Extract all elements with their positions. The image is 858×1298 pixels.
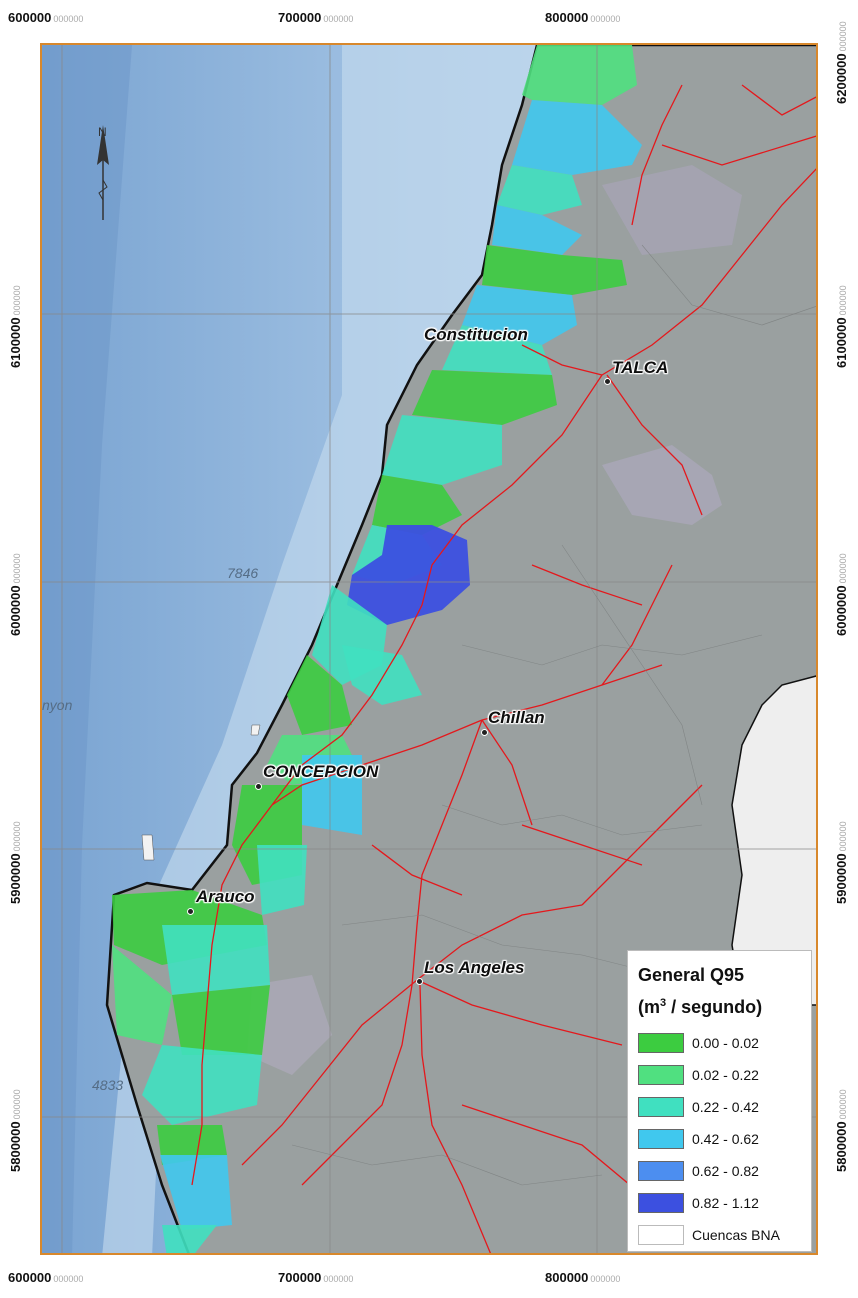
legend-unit: (m3 / segundo) <box>638 997 763 1017</box>
basin-outlines <box>291 244 816 1186</box>
basin-q95-s4 <box>172 985 270 1055</box>
y-tick-right-6000000: 6000000000000 <box>834 553 849 636</box>
basin-q95-high <box>347 525 470 625</box>
depth-label-nyon: nyon <box>42 697 73 713</box>
basin-q95-n10 <box>372 475 462 535</box>
legend-item: 0.62 - 0.82 <box>638 1155 801 1187</box>
legend-item: 0.82 - 1.12 <box>638 1187 801 1219</box>
basin-q95-n1 <box>522 45 637 105</box>
y-tick-right-6200000: 6200000000000 <box>834 21 849 104</box>
legend-item: 0.22 - 0.42 <box>638 1091 801 1123</box>
y-tick-right-6100000: 6100000000000 <box>834 285 849 368</box>
city-label-concepcion: CONCEPCION <box>263 762 379 781</box>
legend-swatch <box>638 1033 684 1053</box>
legend-label: 0.82 - 1.12 <box>692 1195 759 1211</box>
basin-q95-s3 <box>112 945 172 1045</box>
legend-item: 0.00 - 0.02 <box>638 1027 801 1059</box>
island-1 <box>141 834 155 861</box>
basin-talca-east <box>602 445 722 525</box>
y-tick-left-5800000: 5800000000000 <box>8 1089 23 1172</box>
city-dot-arauco <box>187 908 194 915</box>
legend-label: 0.02 - 0.22 <box>692 1067 759 1083</box>
city-label-arauco: Arauco <box>196 887 255 906</box>
basin-q95-n8 <box>412 370 557 425</box>
city-dot-chillan <box>481 729 488 736</box>
basin-q95-c3 <box>342 645 422 705</box>
north-arrow: N <box>96 125 109 220</box>
legend-label: 0.00 - 0.02 <box>692 1035 759 1051</box>
basin-q95-s2 <box>162 925 270 995</box>
city-dot-concepcion <box>255 783 262 790</box>
legend-item: 0.02 - 0.22 <box>638 1059 801 1091</box>
y-tick-left-6100000: 6100000000000 <box>8 285 23 368</box>
basin-q95-n3 <box>497 165 582 215</box>
y-tick-right-5900000: 5900000000000 <box>834 821 849 904</box>
basin-north <box>602 165 742 255</box>
city-label-los-angeles: Los Angeles <box>424 958 525 977</box>
city-dot-talca <box>604 378 611 385</box>
city-label-chillan: Chillan <box>488 708 545 727</box>
basin-q95-n6 <box>462 285 577 345</box>
legend-title: General Q95 <box>638 965 745 985</box>
legend: General Q95 (m3 / segundo) 0.00 - 0.02 0… <box>627 950 812 1252</box>
basin-q95-c7 <box>257 845 307 915</box>
basin-q95-n2 <box>512 100 642 175</box>
legend-swatch <box>638 1129 684 1149</box>
legend-swatch <box>638 1065 684 1085</box>
basin-q95-s8 <box>162 1225 217 1253</box>
ocean-deep-band <box>42 45 132 1253</box>
road-network <box>191 84 816 1253</box>
legend-label: 0.42 - 0.62 <box>692 1131 759 1147</box>
legend-label: Cuencas BNA <box>692 1227 780 1243</box>
y-tick-left-5900000: 5900000000000 <box>8 821 23 904</box>
basin-q95-n4 <box>492 205 582 255</box>
basin-q95-c5 <box>302 755 362 835</box>
basin-q95-s7 <box>160 1155 232 1230</box>
legend-swatch <box>638 1097 684 1117</box>
island-2 <box>250 724 261 736</box>
city-label-talca: TALCA <box>612 358 669 377</box>
legend-swatch <box>638 1161 684 1181</box>
basin-q95-n5 <box>482 245 627 295</box>
y-tick-left-6000000: 6000000000000 <box>8 553 23 636</box>
legend-label: 0.62 - 0.82 <box>692 1163 759 1179</box>
north-arrow-icon <box>97 125 109 220</box>
legend-swatch <box>638 1193 684 1213</box>
legend-label: 0.22 - 0.42 <box>692 1099 759 1115</box>
y-tick-right-5800000: 5800000000000 <box>834 1089 849 1172</box>
depth-label-7846: 7846 <box>227 565 259 581</box>
legend-item: 0.42 - 0.62 <box>638 1123 801 1155</box>
basin-q95-c2 <box>287 655 352 735</box>
city-dot-los-angeles <box>416 978 423 985</box>
basin-q95-n9 <box>382 415 502 485</box>
legend-item: Cuencas BNA <box>638 1219 801 1251</box>
basin-q95-n7 <box>442 325 552 375</box>
legend-swatch <box>638 1225 684 1245</box>
depth-label-4833: 4833 <box>92 1077 124 1093</box>
city-label-constitucion: Constitucion <box>424 325 528 344</box>
